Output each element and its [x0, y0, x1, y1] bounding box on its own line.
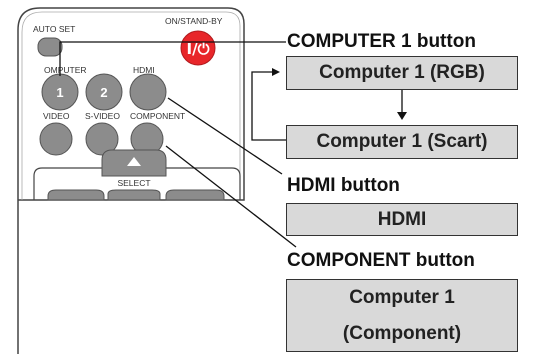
- power-button[interactable]: [180, 30, 216, 66]
- arrow-down-icon: [397, 112, 407, 120]
- computer1-rgb-text: Computer 1 (RGB): [319, 62, 485, 83]
- component-label: COMPONENT: [130, 111, 185, 121]
- computer-2-button[interactable]: [85, 73, 123, 111]
- power-symbol-icon: I/⏻: [187, 40, 210, 58]
- computer1-leader-line: [59, 41, 286, 76]
- hdmi-label: HDMI: [133, 65, 155, 75]
- computer1-component-line1: Computer 1: [349, 286, 455, 308]
- computer-1-number: 1: [56, 85, 63, 100]
- component-leader-line: [165, 145, 297, 248]
- video-label: VIDEO: [43, 111, 70, 121]
- computer-label: OMPUTER: [44, 65, 87, 75]
- hdmi-button[interactable]: [129, 73, 167, 111]
- computer1-button-callout: COMPUTER 1 button: [287, 31, 476, 52]
- select-center-button[interactable]: [107, 189, 161, 201]
- s-video-button[interactable]: [85, 122, 119, 156]
- computer1-component-line2: (Component): [342, 322, 462, 344]
- hdmi-leader-line: [167, 97, 283, 175]
- arrow-up-icon: [127, 157, 141, 166]
- hdmi-box: HDMI: [286, 203, 518, 236]
- select-left-button[interactable]: [47, 189, 105, 201]
- select-right-button[interactable]: [165, 189, 225, 201]
- select-label: SELECT: [117, 178, 150, 188]
- computer-2-number: 2: [100, 85, 107, 100]
- computer1-component-box: Computer 1 (Component): [286, 279, 518, 352]
- loop-back-line: [251, 71, 286, 141]
- computer1-scart-box: Computer 1 (Scart): [286, 125, 518, 159]
- arrow-right-icon: [272, 68, 280, 76]
- remote-body-inner: [21, 11, 241, 200]
- computer1-scart-text: Computer 1 (Scart): [316, 131, 488, 152]
- computer1-rgb-box: Computer 1 (RGB): [286, 56, 518, 90]
- hdmi-box-text: HDMI: [377, 208, 427, 230]
- hdmi-button-callout: HDMI button: [287, 175, 400, 196]
- video-button[interactable]: [39, 122, 73, 156]
- on-standby-label: ON/STAND-BY: [165, 16, 223, 26]
- s-video-label: S-VIDEO: [85, 111, 120, 121]
- component-button-callout: COMPONENT button: [287, 250, 475, 271]
- auto-set-label: AUTO SET: [33, 24, 75, 34]
- auto-set-button[interactable]: [37, 37, 63, 57]
